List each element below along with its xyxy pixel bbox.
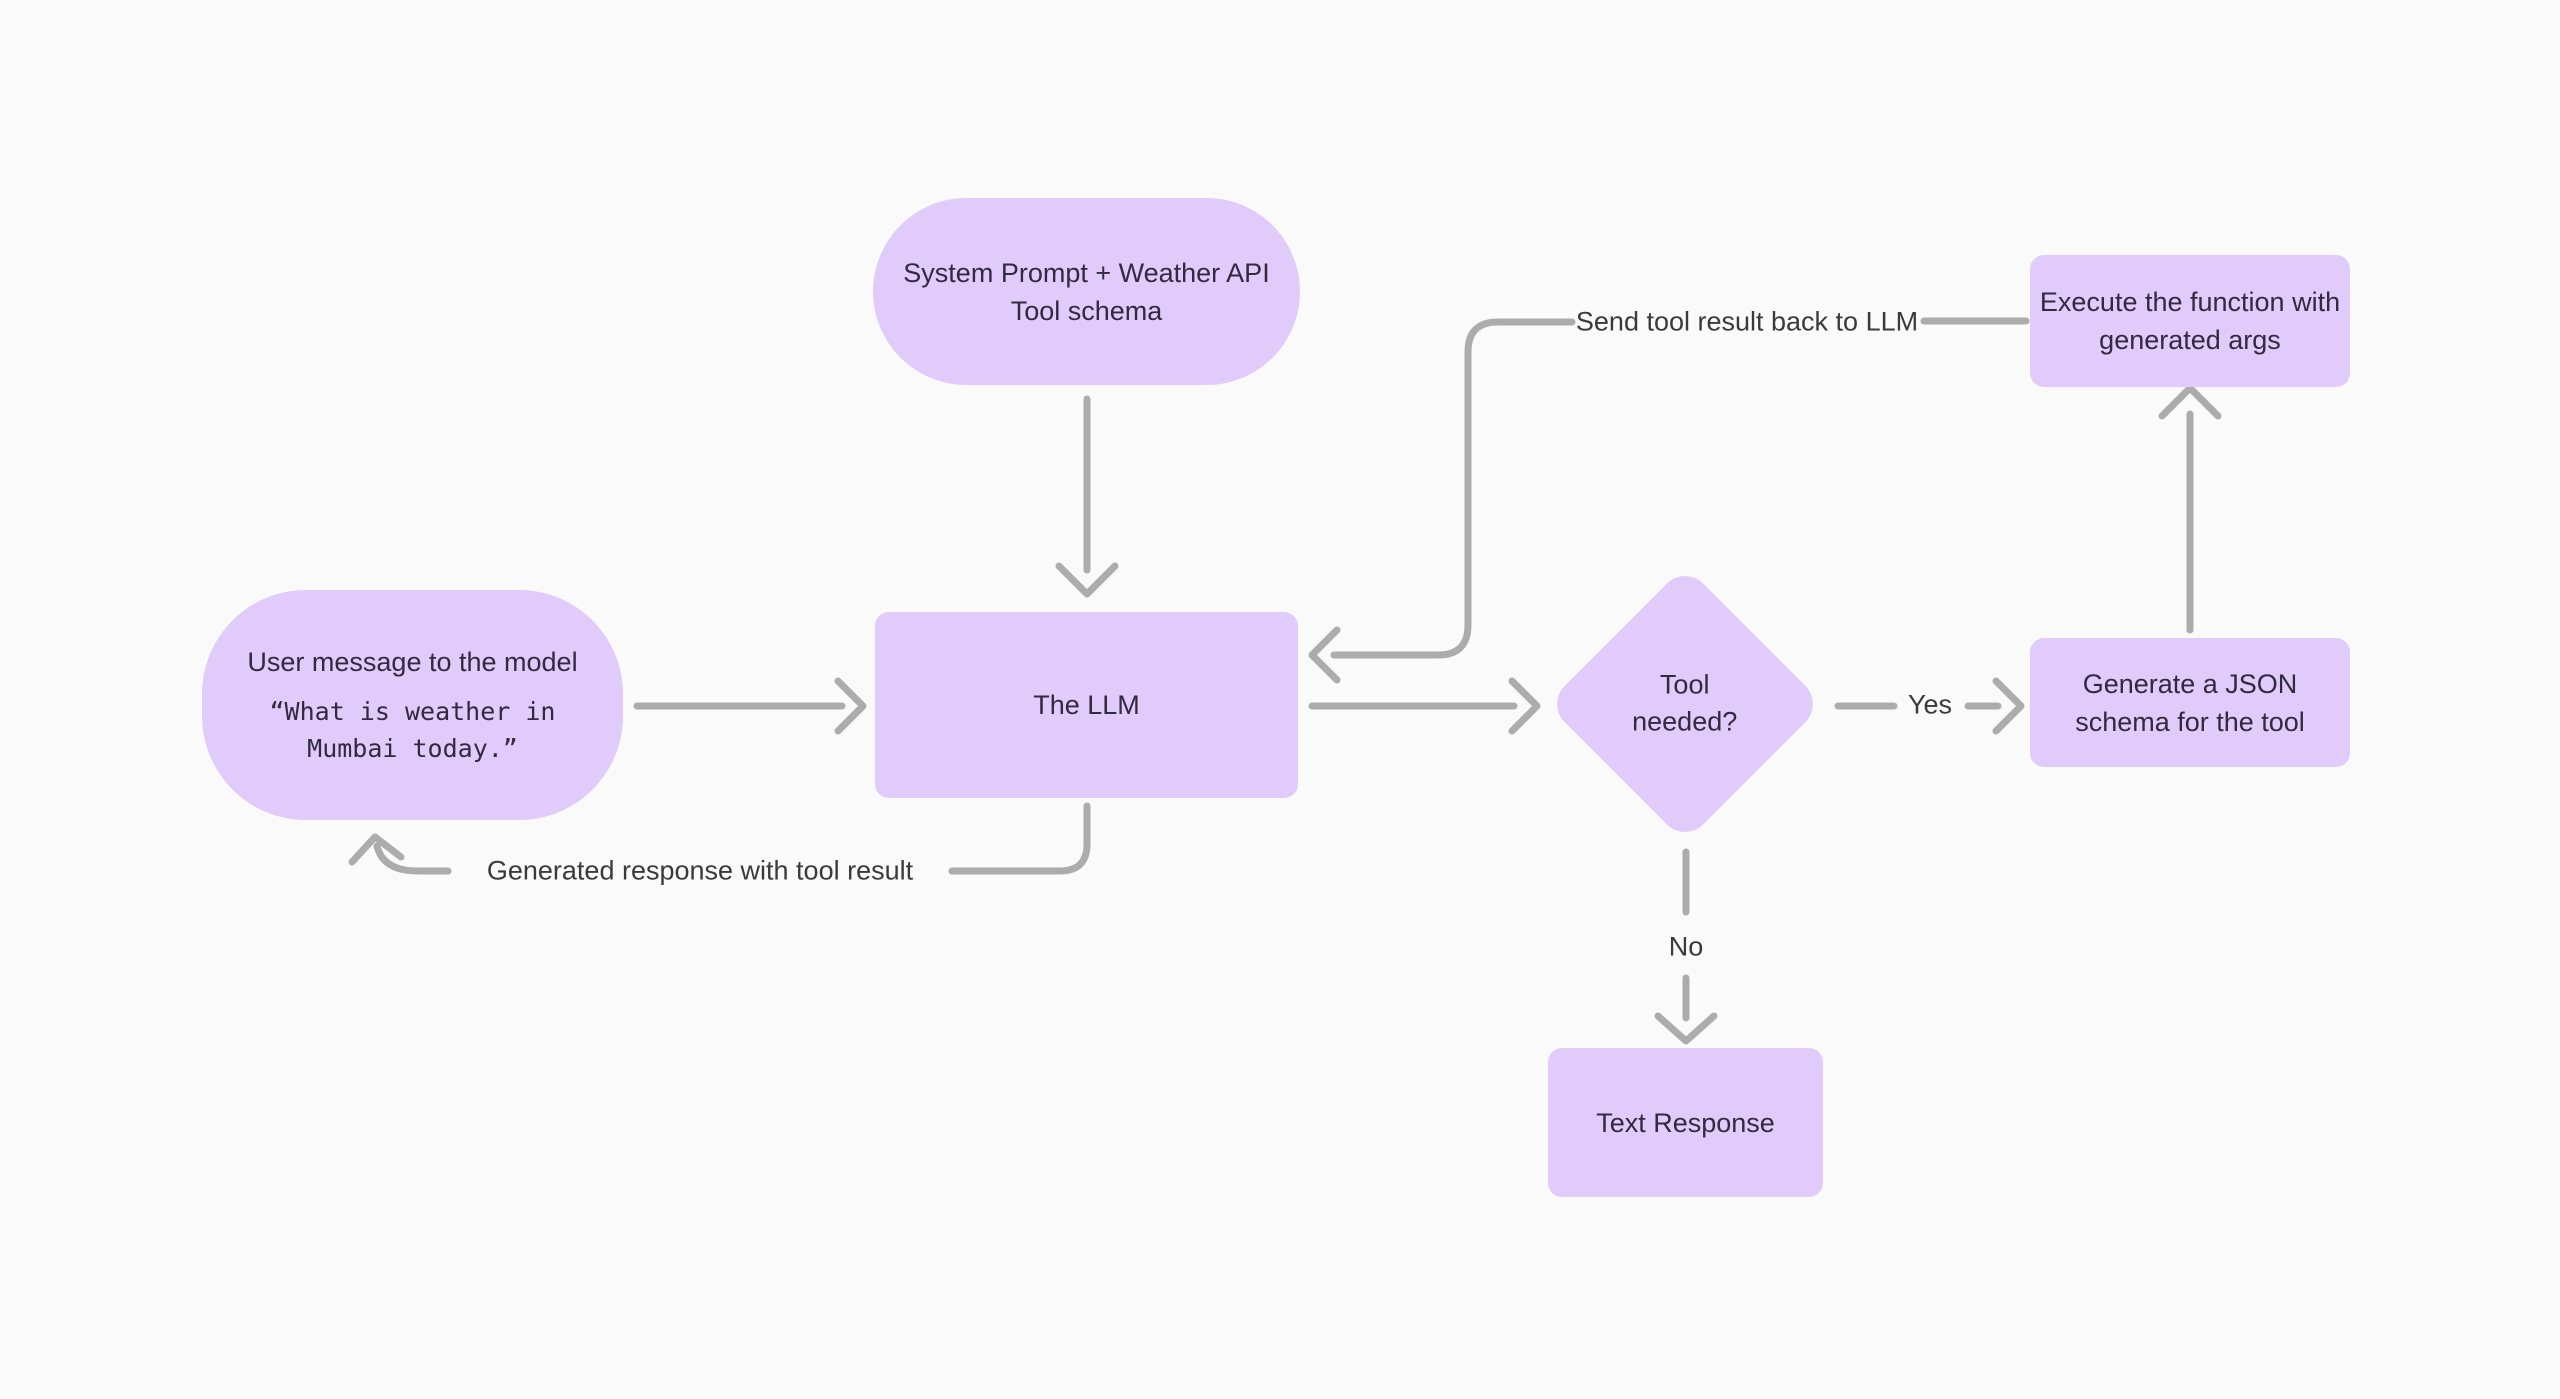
node-generate-schema: Generate a JSON schema for the tool xyxy=(2030,638,2350,767)
edge-label-send-tool-result: Send tool result back to LLM xyxy=(1575,306,1919,337)
node-user-message: User message to the model “What is weath… xyxy=(202,590,623,820)
node-llm-label: The LLM xyxy=(1033,690,1140,720)
arrowhead-up-icon xyxy=(348,833,405,866)
arrowhead-left-icon xyxy=(1308,626,1341,684)
edge-line xyxy=(373,842,452,875)
node-execute-function-line2: generated args xyxy=(2099,325,2281,355)
edge-tool-needed-no-to-text-response xyxy=(1654,848,1718,1045)
arrowhead-down-icon xyxy=(1654,1012,1718,1045)
node-text-response-label: Text Response xyxy=(1596,1107,1775,1138)
node-system-prompt-line2: Tool schema xyxy=(1010,295,1163,326)
node-tool-needed-text: Tool needed? xyxy=(1632,667,1737,741)
edge-llm-to-generated-label xyxy=(948,802,1091,875)
node-tool-needed-line1: Tool xyxy=(1660,670,1710,700)
node-system-prompt-line1: System Prompt + Weather API xyxy=(903,257,1270,288)
edge-llm-to-tool-needed xyxy=(1308,677,1541,735)
node-user-message-title: User message to the model xyxy=(247,647,578,677)
arrowhead-up-icon xyxy=(2158,384,2222,420)
edge-line xyxy=(948,802,1091,875)
edge-user-message-to-llm xyxy=(633,677,867,735)
node-execute-function: Execute the function with generated args xyxy=(2030,255,2350,387)
edge-generate-to-execute xyxy=(2158,384,2222,634)
arrowhead-right-icon xyxy=(1508,677,1541,735)
node-system-prompt: System Prompt + Weather API Tool schema xyxy=(873,198,1300,385)
node-tool-needed-line2: needed? xyxy=(1632,707,1738,737)
node-execute-function-line1: Execute the function with xyxy=(2039,287,2341,317)
edge-label-generated-response: Generated response with tool result xyxy=(486,855,914,886)
node-generate-schema-line1: Generate a JSON xyxy=(2082,668,2298,699)
arrowhead-right-icon xyxy=(834,677,867,735)
node-generate-schema-line2: schema for the tool xyxy=(2075,706,2305,737)
edge-tool-needed-yes-to-generate xyxy=(1834,677,2025,735)
node-text-response: Text Response xyxy=(1548,1048,1823,1197)
node-user-message-quote-line1: “What is weather in xyxy=(269,697,556,726)
edge-send-label-to-llm xyxy=(1308,318,1576,684)
edge-line xyxy=(1330,318,1576,659)
arrowhead-right-icon xyxy=(1992,677,2025,735)
edge-system-prompt-to-llm xyxy=(1055,395,1119,598)
node-llm: The LLM xyxy=(875,612,1298,798)
arrowhead-down-icon xyxy=(1055,562,1119,598)
node-user-message-quote-line2: Mumbai today.” xyxy=(307,734,518,763)
edge-generated-label-to-user-message xyxy=(348,833,452,875)
edge-label-no: No xyxy=(1668,931,1704,962)
edge-label-yes: Yes xyxy=(1907,689,1953,720)
